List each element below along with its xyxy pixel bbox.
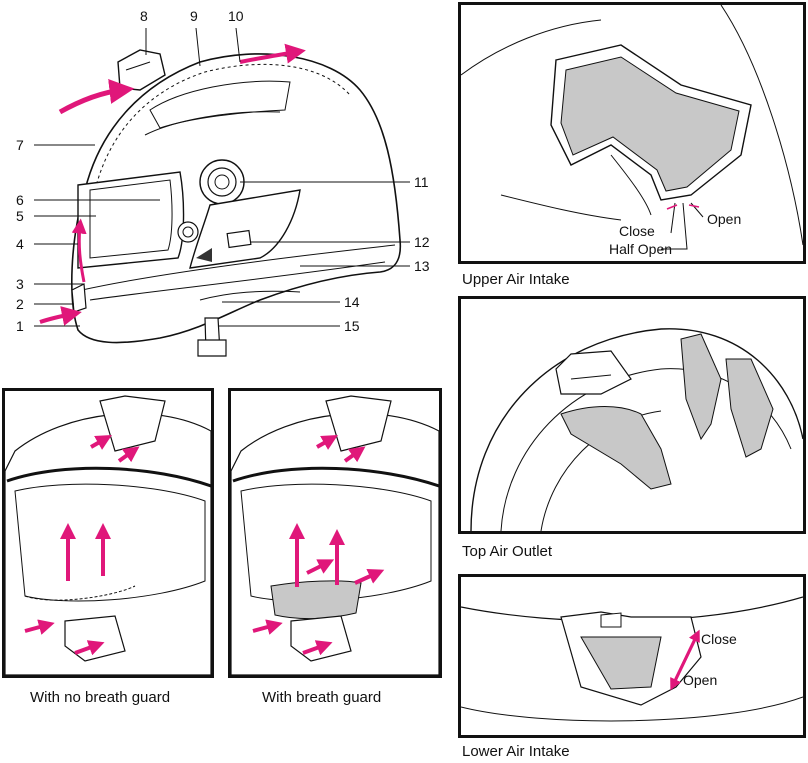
callout-13: 13 — [414, 258, 430, 274]
callout-7: 7 — [16, 137, 24, 153]
lower-intake-label-close: Close — [701, 631, 737, 647]
caption-top-air-outlet: Top Air Outlet — [462, 543, 553, 560]
callout-15: 15 — [344, 318, 360, 334]
upper-intake-illustration — [461, 5, 803, 250]
panel-upper-air-intake: Close Half Open Open — [458, 2, 806, 264]
upper-intake-label-half-open: Half Open — [609, 241, 673, 257]
caption-no-breath-guard: With no breath guard — [30, 689, 171, 706]
helmet-side-diagram: 1 2 3 4 5 6 7 8 9 10 11 12 13 14 15 — [0, 0, 440, 370]
callout-1: 1 — [16, 318, 24, 334]
callout-6: 6 — [16, 192, 24, 208]
callout-4: 4 — [16, 236, 24, 252]
callout-2: 2 — [16, 296, 24, 312]
panel-no-breath-guard — [2, 388, 214, 678]
lower-intake-illustration — [461, 596, 803, 722]
panel-top-air-outlet — [458, 296, 806, 534]
callout-14: 14 — [344, 294, 360, 310]
helmet-side-illustration — [34, 27, 410, 357]
with-guard-illustration — [231, 395, 439, 675]
no-guard-illustration — [5, 395, 211, 675]
callout-12: 12 — [414, 234, 430, 250]
upper-intake-label-close: Close — [619, 223, 655, 239]
callout-3: 3 — [16, 276, 24, 292]
caption-with-breath-guard: With breath guard — [262, 689, 382, 706]
panel-lower-air-intake: Close Open — [458, 574, 806, 738]
callout-8: 8 — [140, 8, 148, 24]
lower-intake-label-open: Open — [683, 672, 718, 688]
upper-intake-label-open: Open — [707, 211, 742, 227]
top-outlet-illustration — [470, 328, 803, 531]
caption-lower-air-intake: Lower Air Intake — [462, 743, 570, 760]
callout-11: 11 — [414, 174, 429, 190]
caption-upper-air-intake: Upper Air Intake — [462, 271, 570, 288]
callout-9: 9 — [190, 8, 198, 24]
callout-10: 10 — [228, 8, 244, 24]
panel-with-breath-guard — [228, 388, 442, 678]
callout-5: 5 — [16, 208, 24, 224]
